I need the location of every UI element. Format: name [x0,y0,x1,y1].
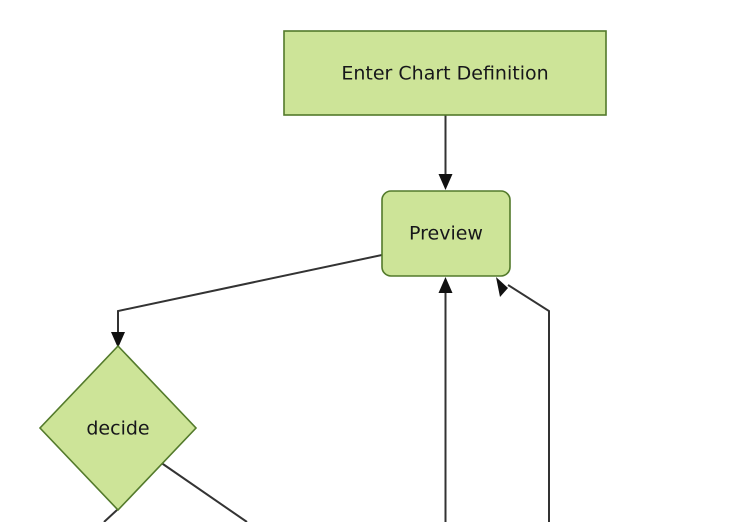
edge-decide-down-right[interactable] [159,461,248,522]
edge-decide-down-left[interactable] [103,509,118,522]
node-shape-rounded-rectangle [381,190,511,277]
node-label-decide: decide [86,418,149,440]
node-label-preview: Preview [409,223,483,245]
node-shape-rectangle [283,30,607,116]
edge-preview-to-decide[interactable] [111,254,383,348]
node-decide[interactable]: decide [38,344,198,512]
arrow-head-icon [438,174,453,190]
node-layer: Enter Chart Definition Preview decide [38,30,607,512]
node-label-enter-chart-definition: Enter Chart Definition [341,63,548,85]
edge-bottom-center-to-preview[interactable] [438,277,453,522]
node-shape-diamond [38,344,198,512]
node-preview[interactable]: Preview [381,190,511,277]
arrow-head-icon [496,277,508,297]
edge-bottom-right-to-preview[interactable] [496,277,550,522]
edge-enter-to-preview[interactable] [438,115,453,190]
node-enter-chart-definition[interactable]: Enter Chart Definition [283,30,607,116]
arrow-head-icon [111,332,125,348]
arrow-head-icon [438,277,453,293]
edge-layer [103,115,550,522]
